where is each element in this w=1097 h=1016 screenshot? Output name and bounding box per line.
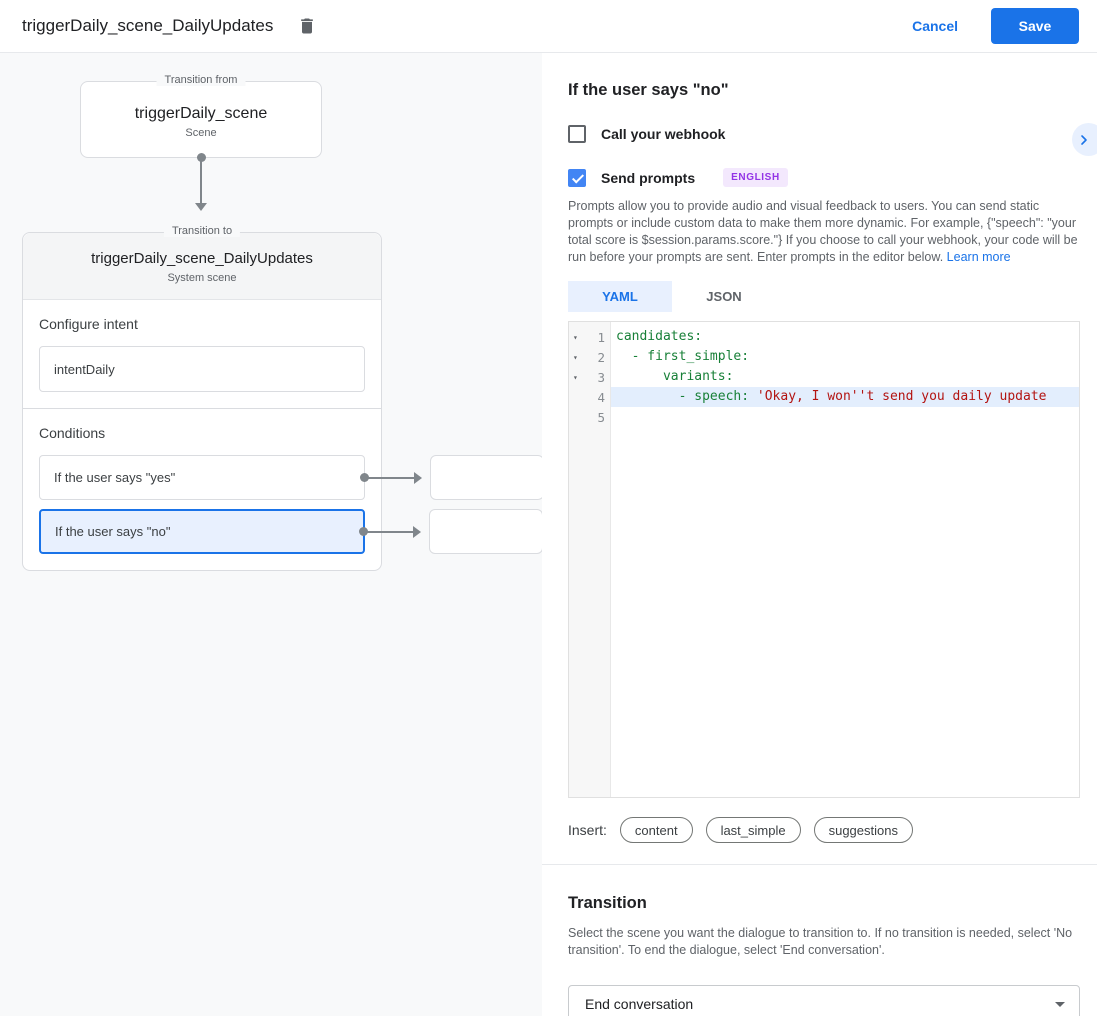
insert-chip-suggestions[interactable]: suggestions <box>813 817 913 843</box>
section-divider <box>542 864 1097 865</box>
cancel-button[interactable]: Cancel <box>912 18 958 34</box>
page-title: triggerDaily_scene_DailyUpdates <box>22 16 274 35</box>
gutter-line: 5 <box>569 407 610 427</box>
tab-json[interactable]: JSON <box>672 281 776 312</box>
to-node-header: triggerDaily_scene_DailyUpdates System s… <box>23 233 381 300</box>
code-token-key: - speech: <box>616 389 750 404</box>
arrow-right-icon <box>414 471 422 484</box>
arrow-right-icon <box>413 525 421 538</box>
line-number: 5 <box>597 409 605 425</box>
target-node-partial[interactable] <box>429 509 542 554</box>
connector-line <box>200 158 202 204</box>
line-number: 4 <box>597 389 605 405</box>
conditions-heading: Conditions <box>39 425 106 441</box>
prompts-description: Prompts allow you to provide audio and v… <box>568 198 1080 266</box>
transition-to-card: Transition to triggerDaily_scene_DailyUp… <box>22 225 542 571</box>
trash-icon <box>301 18 314 34</box>
collapse-panel-button[interactable] <box>1072 123 1097 156</box>
connector-dot <box>359 527 368 536</box>
intent-item[interactable]: intentDaily <box>39 346 365 392</box>
send-prompts-checkbox-row[interactable]: Send prompts ENGLISH <box>568 168 1080 187</box>
tab-yaml[interactable]: YAML <box>568 281 672 312</box>
transition-select-value: End conversation <box>585 996 694 1012</box>
send-prompts-label: Send prompts <box>601 169 696 186</box>
condition-editor-panel: If the user says "no" Call your webhook … <box>542 53 1097 1016</box>
condition-label: If the user says "no" <box>55 524 171 539</box>
top-bar: triggerDaily_scene_DailyUpdates Cancel S… <box>0 0 1097 53</box>
prompts-description-text: Prompts allow you to provide audio and v… <box>568 199 1078 264</box>
transition-from-node[interactable]: Transition from triggerDaily_scene Scene <box>80 74 322 158</box>
checkbox-unchecked-icon[interactable] <box>568 125 586 143</box>
fold-arrow-icon[interactable]: ▾ <box>573 332 578 342</box>
webhook-checkbox-row[interactable]: Call your webhook <box>568 125 1080 143</box>
save-button[interactable]: Save <box>991 8 1079 44</box>
transition-select[interactable]: End conversation <box>568 985 1080 1016</box>
webhook-label: Call your webhook <box>601 126 726 142</box>
connector-dot <box>197 153 206 162</box>
to-node-title: triggerDaily_scene_DailyUpdates <box>91 250 313 267</box>
gutter-line: 4 <box>569 387 610 407</box>
line-number: 3 <box>597 369 605 385</box>
language-badge: ENGLISH <box>723 168 788 187</box>
to-node-subtitle: System scene <box>167 272 237 284</box>
code-line[interactable] <box>611 407 1079 427</box>
code-line[interactable]: candidates: <box>611 327 1079 347</box>
code-token-key: - first_simple: <box>616 349 750 364</box>
gutter-line: ▾3 <box>569 367 610 387</box>
code-token-key: candidates: <box>616 329 703 344</box>
code-line[interactable]: variants: <box>611 367 1079 387</box>
connector-dot <box>360 473 369 482</box>
dropdown-caret-icon <box>1055 1001 1065 1007</box>
delete-scene-button[interactable] <box>295 14 319 38</box>
transition-from-legend: Transition from <box>156 74 246 86</box>
configure-intent-heading: Configure intent <box>39 316 138 332</box>
condition-item-yes[interactable]: If the user says "yes" <box>39 455 542 500</box>
from-node-subtitle: Scene <box>185 127 217 139</box>
insert-row: Insert: content last_simple suggestions <box>568 817 1080 843</box>
code-token-string: 'Okay, I won''t send you daily update <box>756 389 1047 404</box>
line-number: 2 <box>597 349 605 365</box>
scene-diagram-canvas: Transition from triggerDaily_scene Scene… <box>0 53 542 1016</box>
fold-arrow-icon[interactable]: ▾ <box>573 352 578 362</box>
gutter-line: ▾1 <box>569 327 610 347</box>
checkbox-checked-icon[interactable] <box>568 168 586 187</box>
insert-chip-content[interactable]: content <box>619 817 693 843</box>
editor-code[interactable]: candidates: - first_simple: variants: - … <box>611 322 1079 797</box>
transition-to-legend: Transition to <box>163 225 241 237</box>
transition-heading: Transition <box>568 894 647 912</box>
insert-label: Insert: <box>568 822 607 838</box>
code-line[interactable]: - first_simple: <box>611 347 1079 367</box>
connector-line <box>368 476 415 479</box>
learn-more-link[interactable]: Learn more <box>946 250 1011 264</box>
code-line-active[interactable]: - speech: 'Okay, I won''t send you daily… <box>611 387 1079 407</box>
gutter-line: ▾2 <box>569 347 610 367</box>
editor-format-tabs: YAML JSON <box>568 281 1080 312</box>
card-divider <box>23 408 381 409</box>
condition-label: If the user says "yes" <box>54 470 176 485</box>
from-node-title: triggerDaily_scene <box>134 105 268 122</box>
condition-item-no[interactable]: If the user says "no" <box>39 509 542 554</box>
fold-arrow-icon[interactable]: ▾ <box>573 372 578 382</box>
insert-chip-last-simple[interactable]: last_simple <box>705 817 801 843</box>
connector-line <box>367 530 414 533</box>
chevron-right-icon <box>1080 134 1087 145</box>
panel-title: If the user says "no" <box>568 81 729 99</box>
line-number: 1 <box>597 329 605 345</box>
target-node-partial[interactable] <box>430 455 542 500</box>
transition-description: Select the scene you want the dialogue t… <box>568 926 1073 957</box>
code-token-plain <box>749 389 757 404</box>
arrow-down-icon <box>195 203 207 211</box>
code-token-key: variants: <box>616 369 734 384</box>
